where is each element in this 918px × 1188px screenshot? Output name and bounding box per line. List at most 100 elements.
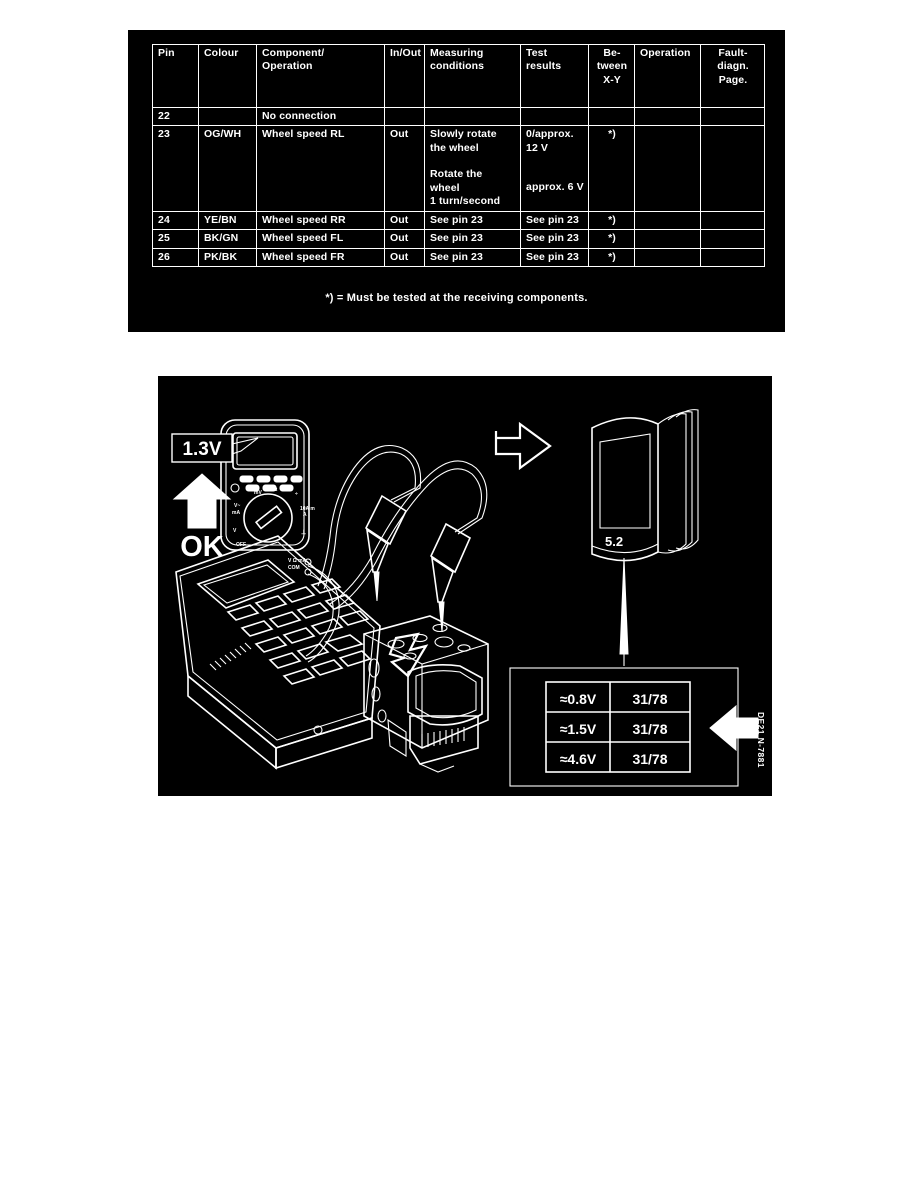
- cell-pin: 22: [152, 107, 199, 126]
- cell-line: See pin 23: [526, 213, 579, 226]
- cell-component: Wheel speed FL: [256, 229, 385, 248]
- cell-line: *): [608, 213, 616, 226]
- column-header-component: Component/ Operation: [256, 44, 385, 108]
- header-line: X-Y: [603, 73, 621, 86]
- reference-code: 31/78: [632, 751, 667, 767]
- cell-line: 1 turn/second: [430, 195, 501, 208]
- cell-spacer: [640, 232, 696, 245]
- cell-spacer: [706, 110, 760, 123]
- column-header-operation: Operation: [634, 44, 701, 108]
- cell-line: wheel: [430, 181, 460, 194]
- cell-pin: 23: [152, 125, 199, 212]
- test-procedure-diagram-panel: mV kΩ ÷ V~ mA 10A m A V OFF ⊥ V Ω mA COM…: [158, 376, 772, 796]
- column-header-pin: Pin: [152, 44, 199, 108]
- header-line: Measuring: [430, 47, 484, 59]
- cell-measuring-conditions: See pin 23: [424, 229, 521, 248]
- svg-text:kΩ: kΩ: [270, 487, 278, 493]
- cell-between-xy: *): [588, 211, 635, 230]
- cell-spacer: [526, 110, 584, 123]
- header-line: diagn.: [717, 60, 749, 73]
- cell-between-xy: [588, 107, 635, 126]
- cell-inout: Out: [384, 125, 425, 212]
- cell-spacer: [204, 110, 252, 123]
- cell-line: Slowly rotate: [430, 128, 497, 141]
- pin-assignment-table: Pin Colour Component/ Operation In/Out M…: [152, 44, 765, 267]
- reference-voltage: ≈1.5V: [560, 721, 597, 737]
- svg-text:÷: ÷: [295, 491, 298, 497]
- cell-test-results: See pin 23: [520, 211, 589, 230]
- svg-text:OFF: OFF: [236, 542, 246, 548]
- cell-component: Wheel speed FR: [256, 248, 385, 267]
- cell-measuring-conditions: [424, 107, 521, 126]
- cell-line: 0/approx.: [526, 128, 574, 141]
- cell-colour: PK/BK: [198, 248, 257, 267]
- table-footnote: *) = Must be tested at the receiving com…: [325, 292, 588, 304]
- header-line: Colour: [204, 47, 239, 59]
- column-header-fault-diagnosis-page: Fault- diagn. Page.: [700, 44, 765, 108]
- cell-inout: Out: [384, 211, 425, 230]
- pin-assignment-table-panel: Pin Colour Component/ Operation In/Out M…: [128, 30, 785, 332]
- voltage-reading-label: 1.3V: [182, 439, 221, 460]
- reference-voltage: ≈0.8V: [560, 691, 597, 707]
- column-header-test-results: Test results: [520, 44, 589, 108]
- cell-operation: [634, 211, 701, 230]
- cell-colour: YE/BN: [198, 211, 257, 230]
- cell-inout: Out: [384, 248, 425, 267]
- cell-line: PK/BK: [204, 250, 238, 263]
- cell-line: See pin 23: [526, 250, 579, 263]
- svg-text:V~: V~: [234, 503, 240, 509]
- voltage-reading-callout: 1.3V: [171, 433, 259, 463]
- cell-test-results: [520, 107, 589, 126]
- cell-line: Wheel speed FR: [262, 250, 345, 263]
- cell-operation: [634, 248, 701, 267]
- cell-spacer: [706, 251, 760, 264]
- header-line: Fault-: [718, 47, 748, 59]
- reference-values-box: ≈0.8V 31/78 ≈1.5V 31/78 ≈4.6V 31/78: [509, 667, 759, 787]
- cell-line: Out: [390, 232, 409, 245]
- cell-colour: [198, 107, 257, 126]
- svg-text:A: A: [303, 512, 307, 518]
- svg-text:V: V: [233, 528, 237, 534]
- column-header-between-xy: Be- tween X-Y: [588, 44, 635, 108]
- cell-operation: [634, 125, 701, 212]
- manual-chapter-label: 5.2: [605, 534, 623, 549]
- cell-spacer: [706, 128, 760, 141]
- abs-hydraulic-unit-icon: [363, 615, 489, 773]
- multimeter-icon: mV kΩ ÷ V~ mA 10A m A V OFF ⊥ V Ω mA COM: [220, 419, 315, 576]
- svg-text:⊥: ⊥: [301, 529, 306, 536]
- cell-inout: Out: [384, 229, 425, 248]
- header-line: conditions: [430, 60, 485, 73]
- header-line: Test: [526, 47, 548, 59]
- cell-line: *): [608, 128, 616, 141]
- header-line: Be-: [603, 47, 621, 59]
- cell-spacer: [430, 155, 516, 168]
- service-manual-icon: 5.2: [591, 409, 699, 562]
- cell-pin: 24: [152, 211, 199, 230]
- svg-text:10A m: 10A m: [300, 506, 315, 512]
- header-line: Operation: [262, 60, 313, 73]
- test-procedure-illustration: mV kΩ ÷ V~ mA 10A m A V OFF ⊥ V Ω mA COM…: [171, 409, 759, 787]
- column-header-colour: Colour: [198, 44, 257, 108]
- cell-fault-diagn-page: [700, 107, 765, 126]
- cell-component: Wheel speed RL: [256, 125, 385, 212]
- cell-test-results: See pin 23: [520, 248, 589, 267]
- cell-spacer: [594, 110, 630, 123]
- cell-line: approx. 6 V: [526, 181, 584, 194]
- test-probes-icon: [317, 444, 488, 633]
- manual-to-results-connector: [619, 557, 629, 666]
- header-line: Page.: [718, 73, 748, 86]
- cell-spacer: [390, 110, 420, 123]
- cell-line: the wheel: [430, 141, 479, 154]
- cell-line: *): [608, 232, 616, 245]
- cell-line: 22: [158, 110, 170, 122]
- arrow-right-to-manual: [494, 421, 552, 471]
- cell-line: 26: [158, 250, 170, 263]
- cell-line: 12 V: [526, 141, 548, 154]
- figure-reference-code: DE21 N-7881: [756, 712, 766, 768]
- cell-between-xy: *): [588, 125, 635, 212]
- cell-line: OG/WH: [204, 128, 242, 141]
- cell-fault-diagn-page: [700, 211, 765, 230]
